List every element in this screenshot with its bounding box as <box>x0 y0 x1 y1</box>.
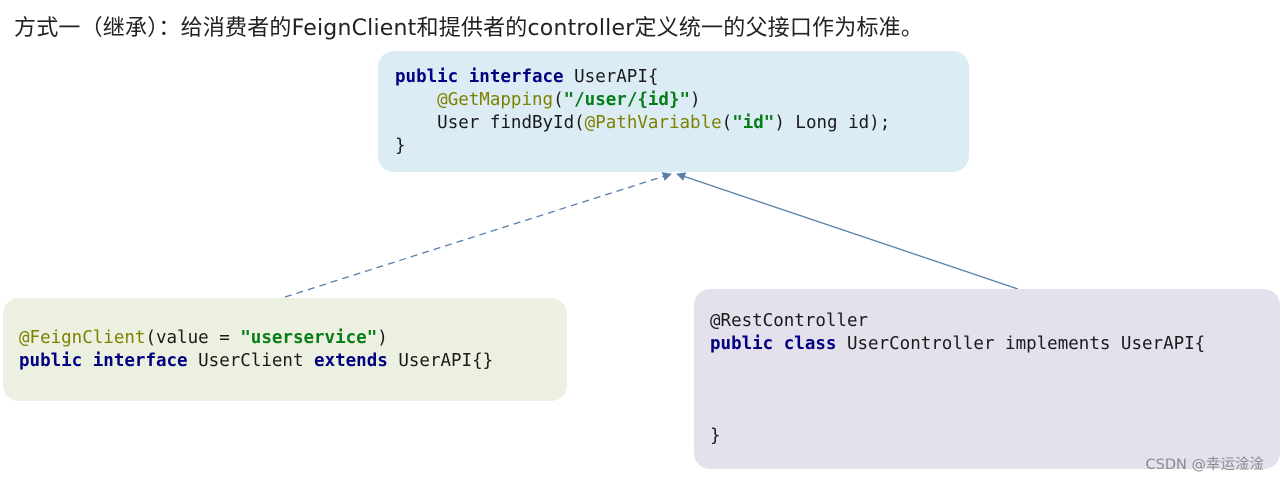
string-literal: "id" <box>732 113 775 133</box>
string-literal: "userservice" <box>240 328 378 348</box>
method-tail: ) Long id); <box>774 113 891 133</box>
keyword: interface <box>468 67 564 87</box>
user-api-code: public interface UserAPI{ @GetMapping("/… <box>395 66 890 158</box>
user-controller-code: @RestController public class UserControl… <box>710 310 1205 448</box>
paren: ) <box>377 328 388 348</box>
string-literal: "/user/{id}" <box>563 90 691 110</box>
annotation: @RestController <box>710 311 869 331</box>
keyword: interface <box>92 351 188 371</box>
page-title: 方式一（继承）：给消费者的FeignClient和提供者的controller定… <box>14 16 924 41</box>
paren: ( <box>553 90 564 110</box>
extends-target: UserAPI{} <box>387 351 494 371</box>
class-declaration: UserController implements UserAPI{ <box>836 334 1206 354</box>
keyword: public <box>395 67 459 87</box>
method-head: User findById( <box>437 113 585 133</box>
interface-name: UserClient <box>187 351 315 371</box>
keyword: public <box>19 351 83 371</box>
keyword: public <box>710 334 774 354</box>
user-controller-box <box>694 289 1280 469</box>
keyword: extends <box>314 351 388 371</box>
user-client-code: @FeignClient(value = "userservice") publ… <box>19 327 493 373</box>
watermark: CSDN @幸运淦淦 <box>1145 457 1264 473</box>
keyword: class <box>783 334 837 354</box>
user-client-box <box>3 298 567 401</box>
closing-brace: } <box>395 136 406 156</box>
annotation-args: (value = <box>145 328 241 348</box>
controller-to-api-arrow <box>676 172 1019 290</box>
paren: ( <box>721 113 733 133</box>
user-api-box <box>378 51 969 172</box>
interface-name: UserAPI{ <box>563 67 659 87</box>
paren: ) <box>690 90 701 110</box>
client-to-api-dashed-arrow <box>284 172 672 298</box>
closing-brace: } <box>710 426 721 446</box>
annotation: @GetMapping <box>437 90 554 110</box>
annotation: @FeignClient <box>19 328 146 348</box>
annotation: @PathVariable <box>584 113 722 133</box>
